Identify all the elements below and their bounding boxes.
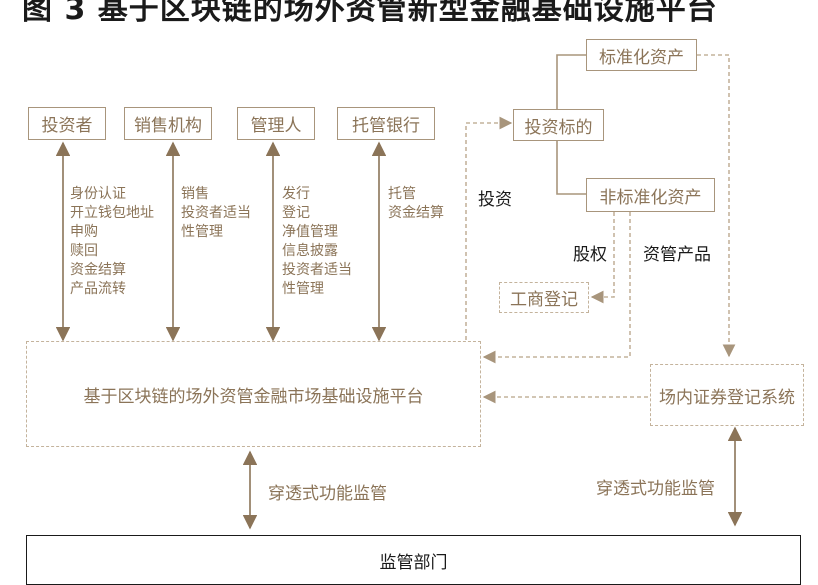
arrow-standard-exchange xyxy=(697,54,736,358)
exchange-registry-label: 场内证券登记系统 xyxy=(659,387,795,408)
sales-institution-box: 销售机构 xyxy=(124,107,212,140)
function-item: 资金结算 xyxy=(70,262,126,278)
arrow-nonstandard-registry xyxy=(590,212,615,304)
blockchain-platform-box: 基于区块链的场外资管金融市场基础设施平台 xyxy=(26,341,481,447)
line-target-standard xyxy=(556,54,586,110)
business-registry-box: 工商登记 xyxy=(499,282,589,313)
investment-label: 投资 xyxy=(478,190,512,210)
function-item: 投资者适当 xyxy=(282,262,352,278)
function-item: 赎回 xyxy=(70,243,98,259)
manager-box: 管理人 xyxy=(237,107,315,140)
standard-asset-label: 标准化资产 xyxy=(599,47,684,68)
function-item: 托管 xyxy=(388,186,416,202)
sales-institution-label: 销售机构 xyxy=(134,116,202,136)
manager-label: 管理人 xyxy=(250,116,302,136)
investor-functions: 身份认证 开立钱包地址 申购 赎回 资金结算 产品流转 xyxy=(70,185,154,299)
custodian-bank-label: 托管银行 xyxy=(352,116,420,136)
asset-product-label: 资管产品 xyxy=(643,245,711,265)
function-item: 资金结算 xyxy=(388,205,444,221)
investment-target-label: 投资标的 xyxy=(524,117,593,138)
function-item: 身份认证 xyxy=(70,186,126,202)
function-item: 发行 xyxy=(282,186,310,202)
function-item: 开立钱包地址 xyxy=(70,205,154,221)
figure-title: 图 3 基于区块链的场外资管新型金融基础设施平台 xyxy=(22,0,718,27)
business-registry-label: 工商登记 xyxy=(510,290,578,310)
arrow-platform-investment-target xyxy=(465,116,513,340)
regulator-box: 监管部门 xyxy=(26,535,801,585)
investor-label: 投资者 xyxy=(41,116,93,136)
supervision-label-left: 穿透式功能监管 xyxy=(268,484,387,504)
function-item: 性管理 xyxy=(181,224,223,240)
investor-box: 投资者 xyxy=(28,107,106,140)
supervision-label-right: 穿透式功能监管 xyxy=(596,479,715,499)
nonstandard-asset-label: 非标准化资产 xyxy=(599,187,702,208)
function-item: 信息披露 xyxy=(282,243,338,259)
function-item: 申购 xyxy=(70,224,98,240)
line-target-nonstandard xyxy=(556,136,586,195)
function-item: 登记 xyxy=(282,205,310,221)
investment-target-box: 投资标的 xyxy=(513,109,604,141)
function-item: 投资者适当 xyxy=(181,205,251,221)
function-item: 净值管理 xyxy=(282,224,338,240)
custodian-functions: 托管 资金结算 xyxy=(388,185,444,223)
standard-asset-box: 标准化资产 xyxy=(586,39,697,71)
nonstandard-asset-box: 非标准化资产 xyxy=(586,178,715,212)
manager-functions: 发行 登记 净值管理 信息披露 投资者适当 性管理 xyxy=(282,185,352,299)
sales-functions: 销售 投资者适当 性管理 xyxy=(181,185,251,242)
custodian-bank-box: 托管银行 xyxy=(337,107,435,140)
regulator-label: 监管部门 xyxy=(379,552,448,573)
equity-label: 股权 xyxy=(573,245,607,265)
blockchain-platform-label: 基于区块链的场外资管金融市场基础设施平台 xyxy=(83,386,424,407)
exchange-registry-box: 场内证券登记系统 xyxy=(650,364,804,426)
function-item: 性管理 xyxy=(282,281,324,297)
function-item: 销售 xyxy=(181,186,209,202)
function-item: 产品流转 xyxy=(70,281,126,297)
